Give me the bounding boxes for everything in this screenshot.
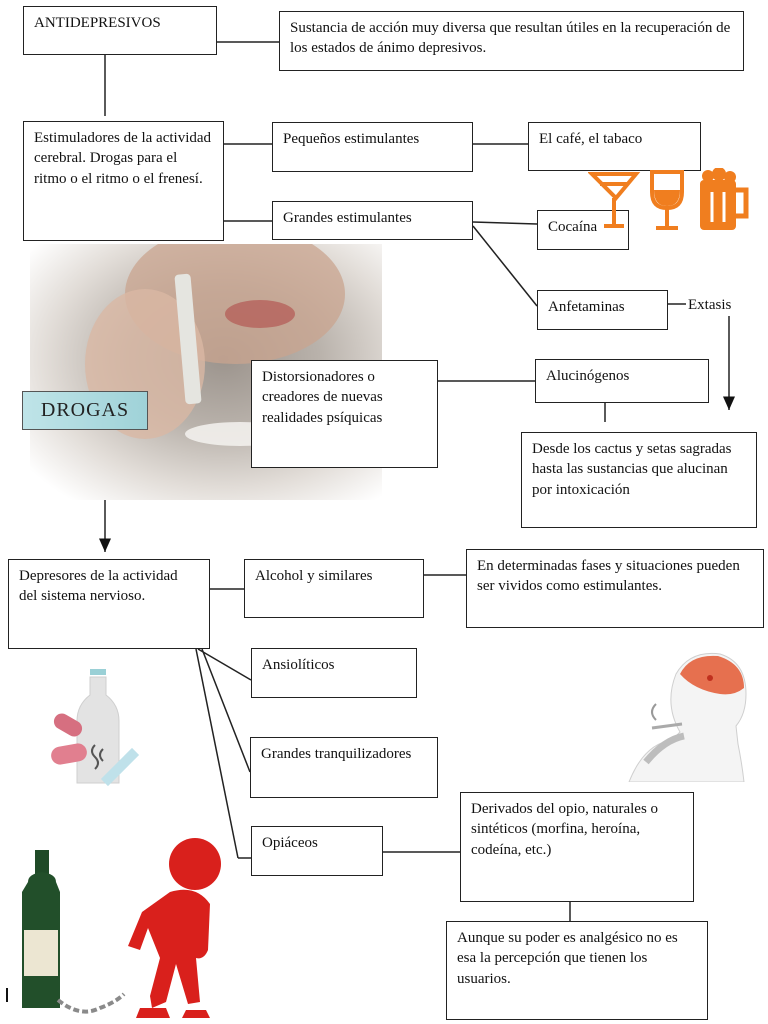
smoker-brain-icon (628, 652, 747, 782)
opiaceos-box: Opiáceos (251, 826, 383, 876)
alucinogenos-desc: Desde los cactus y setas sagradas hasta … (532, 441, 732, 498)
pequenos-estimulantes-label: Pequeños estimulantes (283, 131, 420, 147)
antidepresivos-definition-box: Sustancia de acción muy diversa que resu… (279, 11, 744, 71)
distorsionadores-label: Distorsionadores o creadores de nuevas r… (262, 369, 383, 426)
estimuladores-box: Estimuladores de la actividad cerebral. … (23, 121, 224, 241)
anfetaminas-label: Anfetaminas (548, 299, 625, 315)
pill-1-icon (53, 713, 83, 737)
opiaceos-desc: Derivados del opio, naturales o sintétic… (471, 801, 659, 858)
opiaceos-note-box: Aunque su poder es analgésico no es esa … (446, 921, 708, 1020)
extasis-label: Extasis (688, 297, 732, 313)
cocaina-label: Cocaína (548, 219, 598, 235)
line-grandes-cocaina (472, 221, 538, 225)
tranquilizadores-box: Grandes tranquilizadores (250, 737, 438, 798)
drogas-center-box: DROGAS (22, 391, 148, 430)
tranquilizadores-label: Grandes tranquilizadores (261, 746, 412, 762)
opiaceos-desc-box: Derivados del opio, naturales o sintétic… (460, 792, 694, 902)
line-depresores-opiaceos (195, 648, 239, 859)
antidepresivos-definition: Sustancia de acción muy diversa que resu… (290, 20, 731, 57)
wine-glass-icon (650, 170, 684, 230)
distorsionadores-box: Distorsionadores o creadores de nuevas r… (251, 360, 438, 468)
alcohol-desc: En determinadas fases y situaciones pued… (477, 558, 740, 595)
figure-chained-to-bottle-icon (6, 838, 221, 1018)
bottle-icon (22, 850, 60, 1008)
alucinogenos-label: Alucinógenos (546, 368, 630, 384)
cigarette-icon (100, 747, 140, 787)
alucinogenos-desc-box: Desde los cactus y setas sagradas hasta … (521, 432, 757, 528)
beer-mug-icon (700, 168, 749, 230)
alcohol-box: Alcohol y similares (244, 559, 424, 618)
estimuladores-label: Estimuladores de la actividad cerebral. … (34, 130, 212, 187)
red-figure-icon (128, 838, 221, 1018)
cocktail-wine-beer-icons (588, 168, 749, 230)
depresores-box: Depresores de la actividad del sistema n… (8, 559, 210, 649)
cafe-tabaco-label: El café, el tabaco (539, 131, 643, 147)
brain-icon (680, 655, 744, 695)
opiaceos-note: Aunque su poder es analgésico no es esa … (457, 930, 678, 987)
cocktail-icon (588, 172, 641, 228)
grandes-estimulantes-box: Grandes estimulantes (272, 201, 473, 240)
alcohol-desc-box: En determinadas fases y situaciones pued… (466, 549, 764, 628)
chain-icon (56, 992, 126, 1014)
ansioliticos-label: Ansiolíticos (262, 657, 335, 673)
drogas-label: DROGAS (40, 399, 130, 421)
pill-2-icon (51, 743, 87, 765)
anfetaminas-box: Anfetaminas (537, 290, 668, 330)
ansioliticos-box: Ansiolíticos (251, 648, 417, 698)
depresores-label: Depresores de la actividad del sistema n… (19, 568, 178, 605)
cafe-tabaco-box: El café, el tabaco (528, 122, 701, 171)
opiaceos-label: Opiáceos (262, 835, 318, 851)
line-depresores-ansioliticos (197, 648, 252, 681)
pills-bottle-cigarette-icon (51, 669, 140, 787)
line-depresores-tranquilizadores (201, 648, 251, 773)
antidepresivos-box: ANTIDEPRESIVOS (23, 6, 217, 55)
alcohol-label: Alcohol y similares (255, 568, 373, 584)
pequenos-estimulantes-box: Pequeños estimulantes (272, 122, 473, 172)
alucinogenos-box: Alucinógenos (535, 359, 709, 403)
grandes-estimulantes-label: Grandes estimulantes (283, 210, 412, 226)
antidepresivos-title: ANTIDEPRESIVOS (34, 15, 161, 31)
line-grandes-anfetaminas (472, 225, 538, 307)
